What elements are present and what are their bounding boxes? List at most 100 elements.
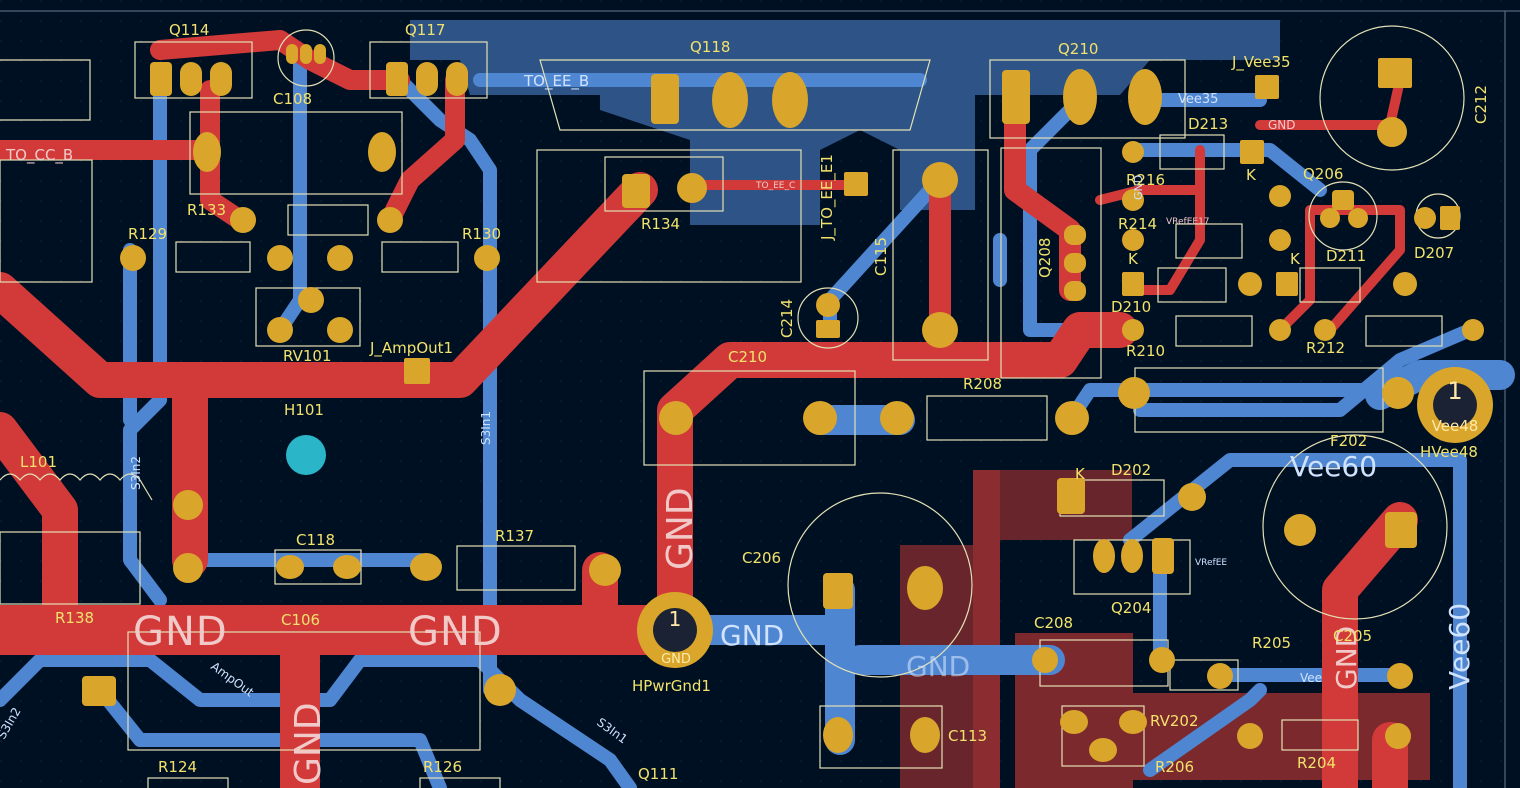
pad-c208-2 <box>1149 647 1175 673</box>
pad-r133-3 <box>230 207 256 233</box>
ref-hpwrgnd1: HPwrGnd1 <box>632 677 711 695</box>
pad-r214-2 <box>1269 229 1291 251</box>
pad-q118-1 <box>651 74 679 124</box>
pad-r208-2 <box>1055 401 1089 435</box>
ref-r138: R138 <box>55 609 94 627</box>
outline-c206 <box>787 492 973 678</box>
pad-q117-2 <box>416 62 438 96</box>
pad-rv101-2 <box>267 317 293 343</box>
pad-c113-2 <box>910 717 940 753</box>
net-gnd-d213: GND <box>1268 118 1296 132</box>
pad-d207-1 <box>1414 207 1436 229</box>
net-gnd-blue: GND <box>720 619 784 652</box>
pad-c214-2 <box>816 320 840 338</box>
pad-r212-2 <box>1462 319 1484 341</box>
outline-left-top <box>0 59 91 121</box>
pad-f202-1 <box>1284 514 1316 546</box>
outline-c212 <box>1319 25 1465 171</box>
hpwrgnd1-net: GND <box>661 652 691 667</box>
pad-r134-2 <box>677 173 707 203</box>
d213-cathode-mark: K <box>1246 166 1257 184</box>
pad-q210-2 <box>1063 69 1097 125</box>
net-s3in2-vertical: S3In2 <box>129 456 143 490</box>
outline-r214 <box>1175 223 1243 259</box>
ref-q210: Q210 <box>1058 40 1098 58</box>
pad-c106-1 <box>82 676 116 706</box>
ref-rv202: RV202 <box>1150 712 1199 730</box>
pad-d213-k <box>1240 140 1264 164</box>
pad-q210-1 <box>1002 70 1030 124</box>
pad-r210-2 <box>1269 319 1291 341</box>
pad-rv202-3 <box>1089 738 1117 762</box>
h101-mounting-hole <box>286 435 326 475</box>
ref-c106: C106 <box>281 611 320 629</box>
net-gnd-left: GND <box>133 609 228 655</box>
ref-d210: D210 <box>1111 298 1151 316</box>
ref-r204: R204 <box>1297 754 1336 772</box>
pad-d207-2 <box>1440 206 1460 230</box>
ref-d207: D207 <box>1414 244 1454 262</box>
hpwrgnd1-pin: 1 <box>669 607 682 631</box>
ref-r124: R124 <box>158 758 197 776</box>
pad-q204-3 <box>1152 538 1174 574</box>
ref-q118: Q118 <box>690 38 730 56</box>
pad-l101-1 <box>173 490 203 520</box>
pad-c108-2 <box>300 44 312 64</box>
pad-r208-1 <box>880 401 914 435</box>
ref-d202: D202 <box>1111 461 1151 479</box>
pad-q118-3 <box>772 72 808 128</box>
outline-f202 <box>1262 434 1448 620</box>
ref-r206: R206 <box>1155 758 1194 776</box>
pad-d210-k <box>1122 272 1144 296</box>
d211-cathode-mark: K <box>1290 250 1301 268</box>
hvee48-hole <box>1433 383 1477 427</box>
pad-c106-2 <box>484 674 516 706</box>
pad-r130-1 <box>327 245 353 271</box>
net-gnd-zone: GND <box>906 650 970 683</box>
ref-j-ampout1: J_AmpOut1 <box>369 339 453 358</box>
outline-c115 <box>892 149 989 361</box>
net-vee60-top: Vee60 <box>1290 450 1377 483</box>
ref-c210: C210 <box>728 348 767 366</box>
pad-c206-2 <box>907 566 943 610</box>
outline-c113 <box>819 705 943 769</box>
d202-cathode-mark: K <box>1075 465 1086 483</box>
ref-q208: Q208 <box>1036 238 1054 278</box>
ref-h101: H101 <box>284 401 324 419</box>
outline-r137 <box>456 545 576 591</box>
outline-r134 <box>536 149 802 283</box>
pad-c113-1 <box>823 717 853 753</box>
pad-d211-k <box>1276 272 1298 296</box>
pad-d211-a <box>1393 272 1417 296</box>
pad-q206-3 <box>1348 208 1368 228</box>
outline-r138 <box>0 531 141 605</box>
outline-q114 <box>134 41 253 99</box>
pad-r210-1 <box>1122 319 1144 341</box>
pad-q206-1 <box>1332 190 1354 210</box>
outline-r126 <box>419 777 501 788</box>
pad-r137-1 <box>410 553 442 581</box>
ref-j-to-ee-e1: J_TO_EE_E1 <box>818 154 837 241</box>
pad-rv202-1 <box>1060 710 1088 734</box>
outline-r124 <box>147 777 229 788</box>
pad-r133-1 <box>193 132 221 172</box>
pad-l101-2 <box>173 553 203 583</box>
outline-r210 <box>1175 315 1253 347</box>
ref-rv101: RV101 <box>283 347 332 365</box>
mounting-pads <box>286 367 1493 668</box>
outline-r134-body <box>604 156 724 212</box>
outline-to-cc-b <box>0 159 93 283</box>
net-gnd-bottom: GND <box>288 702 329 785</box>
net-s3in1-vertical: S3In1 <box>479 411 493 445</box>
net-gnd-r216: GND <box>1132 175 1145 200</box>
pad-r214-1 <box>1122 229 1144 251</box>
red-zone-strip <box>973 470 1000 788</box>
ref-r133: R133 <box>187 201 226 219</box>
pad-vee48-2 <box>1382 377 1414 409</box>
pad-d202-k <box>1057 478 1085 514</box>
ref-c115: C115 <box>872 237 890 276</box>
pad-r133-2 <box>368 132 396 172</box>
ref-r129: R129 <box>128 225 167 243</box>
outline-l101 <box>0 473 153 501</box>
